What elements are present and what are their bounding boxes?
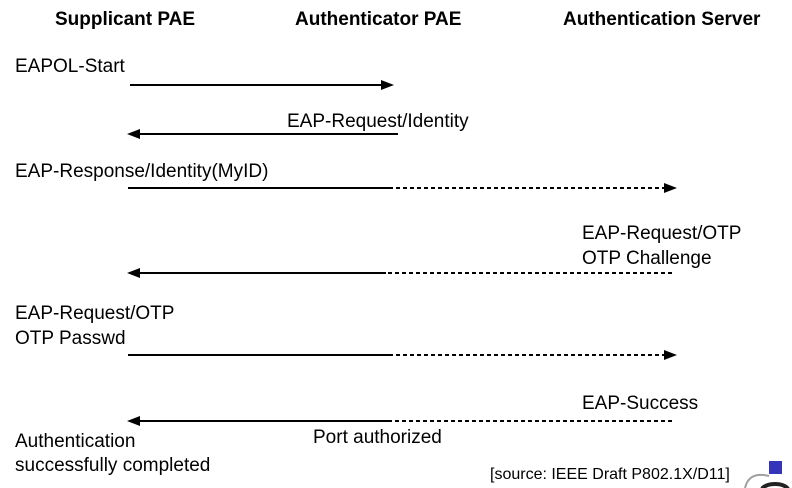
message-label-eap-success: EAP-Success <box>582 393 699 414</box>
message-label-line2: OTP Passwd <box>15 328 126 349</box>
annotation-line1: Authentication <box>15 431 136 452</box>
arrowhead-left-icon <box>127 268 140 278</box>
arrow-eap-request-identity <box>127 129 398 139</box>
message-label-eap-request-identity: EAP-Request/Identity <box>287 111 469 132</box>
logo-icon <box>744 461 790 488</box>
arrow-eap-response-identity <box>128 183 677 193</box>
arrow-eap-success <box>127 416 672 426</box>
arrowhead-right-icon <box>664 183 677 193</box>
column-header-supplicant-pae: Supplicant PAE <box>55 9 196 30</box>
annotation-port-authorized: Port authorized <box>313 427 442 448</box>
arrow-eap-request-otp-passwd <box>128 350 677 360</box>
message-label-eap-request-otp-challenge: EAP-Request/OTP OTP Challenge <box>582 221 741 271</box>
annotation-authentication-completed: Authentication successfully completed <box>15 430 210 478</box>
message-label-eap-request-otp-passwd: EAP-Request/OTP OTP Passwd <box>15 301 174 351</box>
source-citation: [source: IEEE Draft P802.1X/D11] <box>490 466 730 483</box>
column-header-authentication-server: Authentication Server <box>563 9 761 30</box>
message-label-eap-response-identity: EAP-Response/Identity(MyID) <box>15 161 269 182</box>
arrow-eap-request-otp-challenge <box>127 268 672 278</box>
arrowhead-left-icon <box>127 129 140 139</box>
message-label-line2: OTP Challenge <box>582 248 712 269</box>
message-label-line1: EAP-Request/OTP <box>15 303 175 324</box>
column-header-authenticator-pae: Authenticator PAE <box>295 9 462 30</box>
message-label-line1: EAP-Request/OTP <box>582 223 742 244</box>
arrowhead-right-icon <box>664 350 677 360</box>
arrowhead-right-icon <box>381 80 394 90</box>
arrowhead-left-icon <box>127 416 140 426</box>
message-label-eapol-start: EAPOL-Start <box>15 56 125 77</box>
arrow-eapol-start <box>130 80 394 90</box>
annotation-line2: successfully completed <box>15 455 211 476</box>
